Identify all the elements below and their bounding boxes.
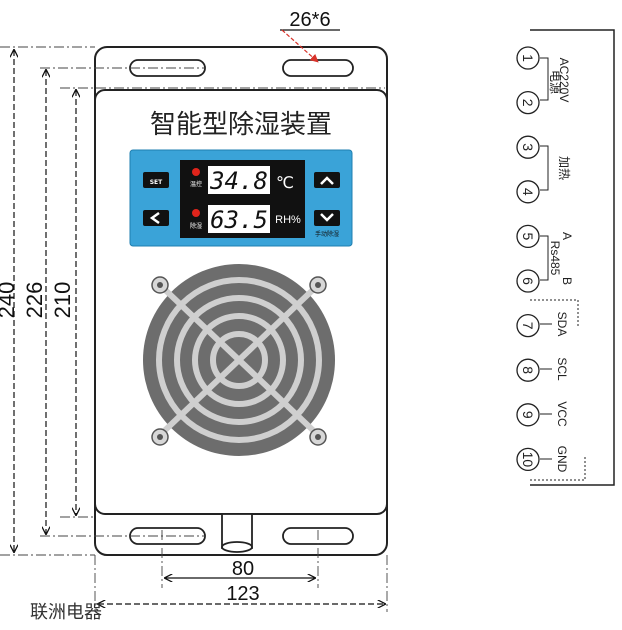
terminal-number: 3 xyxy=(520,143,536,151)
fan-grille xyxy=(143,264,335,456)
rs485-label: Rs485 xyxy=(548,241,562,276)
led-dehumidify xyxy=(192,209,200,217)
hole-size-label: 26*6 xyxy=(289,9,330,31)
terminal-3 xyxy=(516,135,540,159)
temperature-readout: 34.8 xyxy=(209,167,268,195)
chevron-left-icon xyxy=(149,211,160,225)
led-dehumidify-label: 除湿 xyxy=(190,222,202,230)
rs485-a-label: A xyxy=(560,232,574,240)
terminal-block: 1 2 3 4 5 6 7 8 9 10 AC220V 电源 加热 A Rs485 B SDA S… xyxy=(516,29,615,486)
terminal-number: 4 xyxy=(520,188,536,196)
humidity-unit: RH% xyxy=(275,214,301,226)
terminal-10 xyxy=(516,447,540,472)
terminal-9 xyxy=(516,403,540,427)
terminal-number: 1 xyxy=(520,54,536,62)
sda-label: SDA xyxy=(555,312,569,337)
terminal-5 xyxy=(516,224,540,249)
scl-label: SCL xyxy=(555,357,569,381)
height-240-label: 240 xyxy=(0,282,19,319)
led-temp xyxy=(192,168,200,176)
left-button[interactable] xyxy=(143,210,169,226)
terminal-number: 7 xyxy=(520,322,536,330)
chevron-up-icon xyxy=(320,176,334,185)
dimension-lines xyxy=(14,29,385,604)
terminal-1 xyxy=(516,46,540,70)
brand-name: 联洲电器 xyxy=(30,602,102,623)
terminal-4 xyxy=(516,180,540,204)
terminal-number: 2 xyxy=(520,99,536,107)
height-210-label: 210 xyxy=(50,282,75,319)
width-123-label: 123 xyxy=(226,583,259,605)
device-title: 智能型除湿装置 xyxy=(150,110,332,140)
vcc-label: VCC xyxy=(555,401,569,427)
rs485-b-label: B xyxy=(560,277,574,285)
control-panel: SET 手动除湿 温控 除湿 34.8 ℃ 63.5 RH% xyxy=(129,149,353,247)
humidity-readout: 63.5 xyxy=(210,206,268,234)
heat-label: 加热 xyxy=(557,156,571,180)
terminal-8 xyxy=(516,358,540,382)
down-button[interactable] xyxy=(314,210,340,226)
led-temp-label: 温控 xyxy=(190,180,202,188)
terminal-7 xyxy=(516,313,540,338)
manual-dehumidify-label: 手动除湿 xyxy=(315,230,339,238)
power-sub-label: 电源 xyxy=(548,70,562,94)
terminal-2 xyxy=(516,90,540,115)
up-button[interactable] xyxy=(314,172,340,188)
terminal-number: 8 xyxy=(520,366,536,374)
width-80-label: 80 xyxy=(232,558,254,580)
set-button-label: SET xyxy=(150,179,163,186)
temperature-unit: ℃ xyxy=(276,173,294,192)
height-226-label: 226 xyxy=(22,282,47,319)
chevron-down-icon xyxy=(320,213,334,222)
dimension-labels: 26*6 240 226 210 80 123 xyxy=(0,9,331,605)
terminal-6 xyxy=(516,269,540,293)
set-button[interactable] xyxy=(143,172,169,188)
terminal-number: 10 xyxy=(520,452,536,468)
power-label: AC220V xyxy=(557,58,571,103)
terminal-number: 9 xyxy=(520,411,536,419)
gnd-label: GND xyxy=(555,446,569,473)
terminal-number: 5 xyxy=(520,233,536,241)
terminal-number: 6 xyxy=(520,277,536,285)
